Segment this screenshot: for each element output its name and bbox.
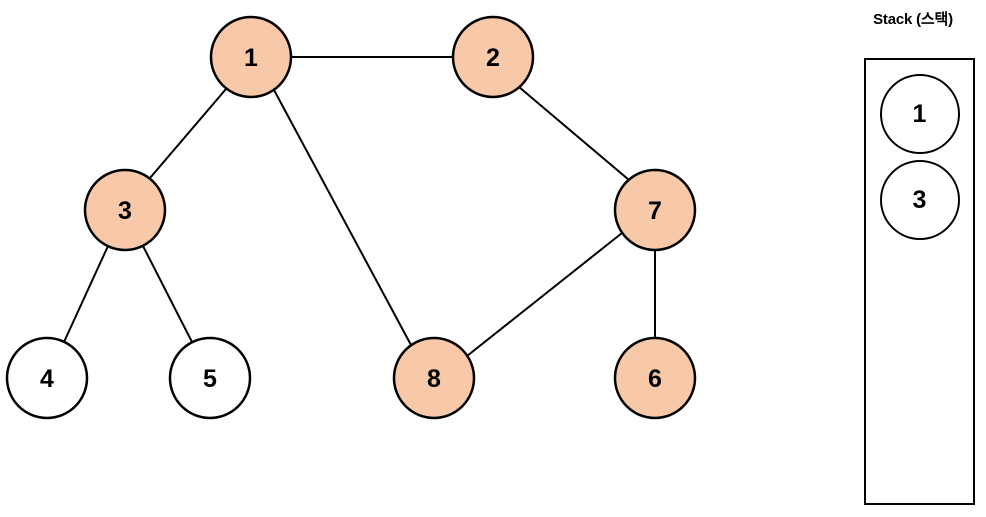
- node-circle-6[interactable]: [613, 336, 697, 420]
- node-circle-3[interactable]: [83, 168, 167, 252]
- node-label-7: 7: [648, 197, 662, 225]
- graph-node-6[interactable]: 6: [613, 336, 697, 420]
- node-label-5: 5: [203, 365, 217, 393]
- node-circle-8[interactable]: [392, 336, 476, 420]
- graph-edge-1-8: [273, 89, 412, 346]
- stack-title: Stack (스택): [873, 11, 953, 28]
- graph-node-4[interactable]: 4: [5, 336, 89, 420]
- edge-group: [63, 56, 656, 357]
- stack-item-circle-3[interactable]: 3: [879, 160, 960, 240]
- node-label-4: 4: [40, 365, 54, 393]
- graph-svg: 1 2 3 7 4 5 8 6: [5, 15, 697, 420]
- stack-item-circle-1[interactable]: 1: [879, 74, 960, 154]
- graph-node-5[interactable]: 5: [168, 336, 252, 420]
- node-circle-7[interactable]: [613, 168, 697, 252]
- node-circle-2[interactable]: [451, 15, 535, 99]
- node-label-1: 1: [244, 44, 258, 72]
- node-label-8: 8: [427, 365, 441, 393]
- node-circle-1[interactable]: [209, 15, 293, 99]
- graph-node-1[interactable]: 1: [209, 15, 293, 99]
- graph-edge-2-7: [518, 86, 630, 181]
- stack-item[interactable]: 3: [879, 160, 960, 240]
- node-label-2: 2: [486, 44, 500, 72]
- stack-item[interactable]: 1: [879, 74, 960, 154]
- graph-canvas: 1 2 3 7 4 5 8 6: [5, 15, 697, 420]
- graph-edge-7-8: [466, 232, 623, 357]
- graph-node-8[interactable]: 8: [392, 336, 476, 420]
- node-label-6: 6: [648, 365, 662, 393]
- node-circle-5[interactable]: [168, 336, 252, 420]
- graph-edge-3-4: [63, 245, 109, 343]
- graph-node-3[interactable]: 3: [83, 168, 167, 252]
- node-group: 1 2 3 7 4 5 8 6: [5, 15, 697, 420]
- graph-edge-1-3: [149, 88, 227, 179]
- graph-node-2[interactable]: 2: [451, 15, 535, 99]
- node-label-3: 3: [118, 197, 132, 225]
- graph-node-7[interactable]: 7: [613, 168, 697, 252]
- graph-edge-3-5: [142, 245, 193, 343]
- node-circle-4[interactable]: [5, 336, 89, 420]
